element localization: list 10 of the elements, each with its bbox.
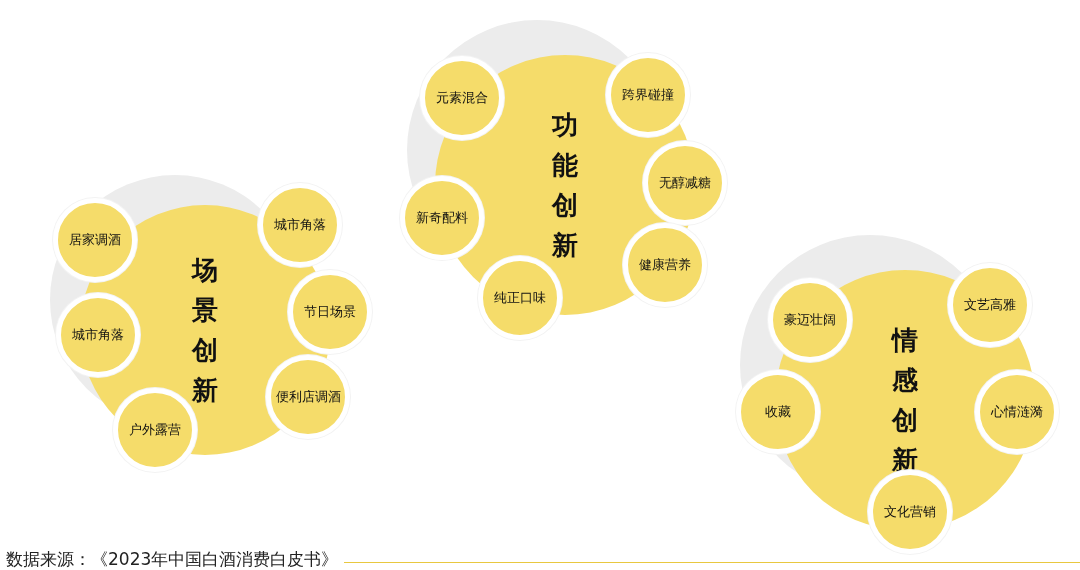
source-caption: 数据来源：《2023年中国白酒消费白皮书》 bbox=[6, 548, 339, 570]
keyword-circle: 新奇配料 bbox=[400, 176, 484, 260]
keyword-circle: 节日场景 bbox=[288, 270, 372, 354]
keyword-circle: 文艺高雅 bbox=[948, 263, 1032, 347]
keyword-circle: 无醇减糖 bbox=[643, 141, 727, 225]
keyword-circle: 健康营养 bbox=[623, 223, 707, 307]
keyword-circle: 城市角落 bbox=[258, 183, 342, 267]
keyword-circle: 便利店调酒 bbox=[266, 355, 350, 439]
keyword-circle: 心情涟漪 bbox=[975, 370, 1059, 454]
keyword-circle: 跨界碰撞 bbox=[606, 53, 690, 137]
